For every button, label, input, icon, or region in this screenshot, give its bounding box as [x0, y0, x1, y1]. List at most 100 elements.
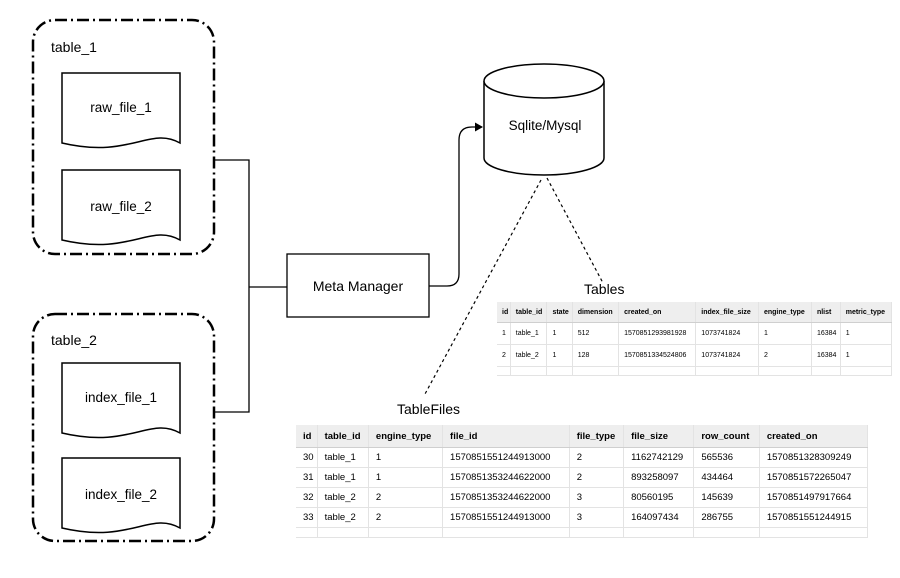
raw-file-2-document-shape	[61, 169, 181, 246]
table-cell: 1570851572265047	[759, 467, 869, 488]
table-cell: 2	[569, 447, 625, 468]
table-cell: 2	[497, 344, 511, 367]
table-cell: table_2	[510, 344, 548, 367]
table-cell: 3	[569, 507, 625, 528]
manager-to-db-arrow	[429, 122, 483, 287]
meta-manager-box	[286, 253, 430, 318]
table-1-label: table_1	[51, 39, 97, 55]
table-row: 33 table_2 2 1570851551244913000 3 16409…	[296, 507, 869, 528]
column-header: table_id	[317, 425, 369, 448]
table-cell: 434464	[693, 467, 760, 488]
table-header-row: id table_id engine_type file_id file_typ…	[296, 425, 869, 448]
empty-row	[296, 527, 869, 538]
table-cell: table_2	[317, 487, 369, 508]
table-cell: 16384	[811, 344, 841, 367]
tables-table: id table_id state dimension created_on i…	[497, 302, 893, 376]
tables-title: Tables	[584, 281, 625, 297]
table-1-group: table_1 raw_file_1 raw_file_2	[31, 18, 216, 256]
table-cell: 1570851551244913000	[442, 447, 570, 468]
table-cell: 1	[840, 344, 893, 367]
table-cell: 1570851551244913000	[442, 507, 570, 528]
table-cell: 1	[368, 447, 444, 468]
table-cell: 33	[296, 507, 318, 528]
table-row: 32 table_2 2 1570851353244622000 3 80560…	[296, 487, 869, 508]
index-file-1-document-shape	[61, 362, 181, 439]
table-cell: 1073741824	[695, 344, 759, 367]
table-2-container	[31, 312, 216, 543]
raw-file-2-label: raw_file_2	[90, 199, 152, 214]
table-cell: 1570851353244622000	[442, 467, 570, 488]
table-cell: 1570851551244915	[759, 507, 869, 528]
table-row: 31 table_1 1 1570851353244622000 2 89325…	[296, 467, 869, 488]
table-cell: 1	[497, 322, 511, 345]
column-header: id	[296, 425, 318, 448]
column-header: id	[497, 302, 511, 323]
table-cell: 2	[569, 467, 625, 488]
table-cell: 1	[546, 344, 573, 367]
table-header-row: id table_id state dimension created_on i…	[497, 302, 893, 323]
tablefiles-title: TableFiles	[397, 401, 461, 417]
table-cell: 1	[546, 322, 573, 345]
table-cell: 32	[296, 487, 318, 508]
column-header: file_id	[442, 425, 570, 448]
table-cell: 31	[296, 467, 318, 488]
table-row: 1 table_1 1 512 1570851293981928 1073741…	[497, 322, 893, 345]
table-cell: 1	[368, 467, 444, 488]
column-header: file_size	[623, 425, 695, 448]
table-cell: 512	[572, 322, 620, 345]
table-cell: 3	[569, 487, 625, 508]
index-file-1-label: index_file_1	[85, 390, 157, 405]
table-cell: 1570851497917664	[759, 487, 869, 508]
table-1-container	[31, 18, 216, 256]
table-cell: table_1	[510, 322, 548, 345]
table-cell: 1073741824	[695, 322, 759, 345]
index-file-2-label: index_file_2	[85, 487, 157, 502]
index-file-2-document-shape	[61, 457, 181, 534]
table-cell: table_1	[317, 447, 369, 468]
column-header: row_count	[693, 425, 760, 448]
table-cell: 1570851293981928	[618, 322, 697, 345]
table-cell: 1	[840, 322, 893, 345]
table-cell: 1162742129	[623, 447, 695, 468]
table-cell: table_1	[317, 467, 369, 488]
tables-callout-line	[546, 177, 604, 284]
table-row: 2 table_2 1 128 1570851334524806 1073741…	[497, 344, 893, 367]
database-label: Sqlite/Mysql	[509, 118, 582, 133]
table-cell: 1570851353244622000	[442, 487, 570, 508]
column-header: state	[546, 302, 573, 323]
table-2-group: table_2 index_file_1 index_file_2	[31, 312, 216, 543]
column-header: file_type	[569, 425, 625, 448]
column-header: nlist	[811, 302, 841, 323]
table-cell: 1570851334524806	[618, 344, 697, 367]
column-header: metric_type	[840, 302, 893, 323]
table-cell: 286755	[693, 507, 760, 528]
table-cell: 893258097	[623, 467, 695, 488]
column-header: engine_type	[758, 302, 812, 323]
table-cell: table_2	[317, 507, 369, 528]
table-cell: 16384	[811, 322, 841, 345]
tablefiles-table: id table_id engine_type file_id file_typ…	[296, 425, 869, 538]
table-cell: 1570851328309249	[759, 447, 869, 468]
table-cell: 2	[758, 344, 812, 367]
raw-file-1-label: raw_file_1	[90, 100, 152, 115]
column-header: index_file_size	[695, 302, 759, 323]
empty-row	[497, 366, 893, 376]
column-header: dimension	[572, 302, 620, 323]
database-cylinder	[483, 63, 605, 176]
column-header: table_id	[510, 302, 548, 323]
raw-file-1-document-shape	[61, 72, 181, 149]
table-cell: 30	[296, 447, 318, 468]
table-cell: 80560195	[623, 487, 695, 508]
column-header: created_on	[618, 302, 697, 323]
meta-manager-label: Meta Manager	[313, 278, 404, 294]
column-header: engine_type	[368, 425, 444, 448]
table-cell: 2	[368, 507, 444, 528]
table-cell: 145639	[693, 487, 760, 508]
table-cell: 565536	[693, 447, 760, 468]
column-header: created_on	[759, 425, 869, 448]
table-row: 30 table_1 1 1570851551244913000 2 11627…	[296, 447, 869, 468]
table-cell: 2	[368, 487, 444, 508]
group-connector-lines	[214, 159, 287, 413]
table-cell: 1	[758, 322, 812, 345]
